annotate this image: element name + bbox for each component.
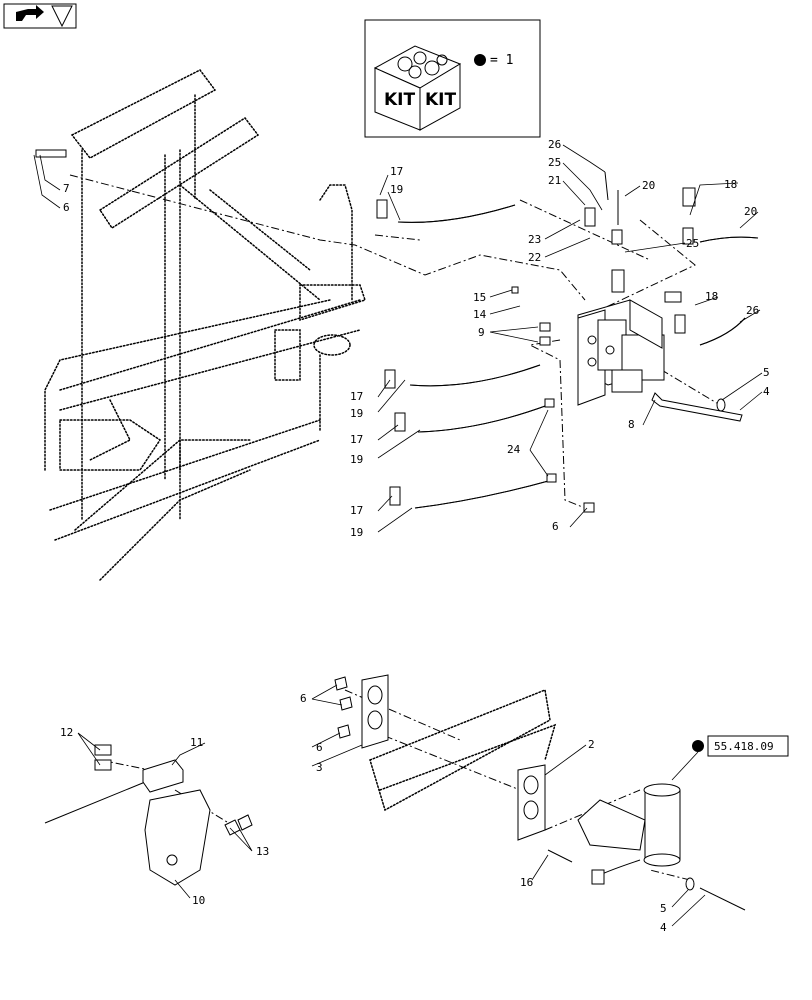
callout-17-d: 17 [350, 504, 363, 517]
callout-26-top: 26 [548, 138, 561, 151]
callout-12: 12 [60, 726, 73, 739]
callout-6-left: 6 [63, 201, 70, 214]
callout-5-bottom: 5 [660, 902, 667, 915]
callout-11: 11 [190, 736, 203, 749]
callout-6-mid: 6 [552, 520, 559, 533]
callout-18-mid: 18 [705, 290, 718, 303]
callout-2: 2 [588, 738, 595, 751]
kit-label-left: KIT [384, 90, 415, 110]
callout-24: 24 [507, 443, 521, 456]
callout-16: 16 [520, 876, 533, 889]
callout-17-c: 17 [350, 433, 363, 446]
callout-6-pump-b: 6 [316, 741, 323, 754]
reference-text: 55.418.09 [714, 740, 774, 753]
reference-box[interactable]: 55.418.09 [671, 735, 789, 781]
callout-19-b: 19 [350, 407, 363, 420]
callout-8: 8 [628, 418, 635, 431]
callout-17-a: 17 [390, 165, 403, 178]
callout-9: 9 [478, 326, 485, 339]
callout-22: 22 [528, 251, 541, 264]
callout-20-right: 20 [744, 205, 757, 218]
callout-19-d: 19 [350, 526, 363, 539]
fittings [35, 149, 743, 513]
callout-19-c: 19 [350, 453, 363, 466]
callout-25-mid: 25 [686, 237, 699, 250]
callout-25-top: 25 [548, 156, 561, 169]
callout-15: 15 [473, 291, 486, 304]
kit-legend-text: = 1 [490, 53, 513, 68]
callout-18-top: 18 [724, 178, 737, 191]
sprayer-frame [44, 69, 366, 581]
callout-23: 23 [528, 233, 541, 246]
callout-26-right: 26 [746, 304, 759, 317]
valve-block [577, 299, 665, 406]
callout-5-top: 5 [763, 366, 770, 379]
callout-13: 13 [256, 845, 269, 858]
sensor-bracket-assembly [44, 744, 253, 886]
callout-19-a: 19 [390, 183, 403, 196]
callout-14: 14 [473, 308, 487, 321]
callout-4-top: 4 [763, 385, 770, 398]
kit-label-right: KIT [425, 90, 456, 110]
callout-21: 21 [548, 174, 561, 187]
leader-lines [33, 144, 763, 927]
next-page-arrow-icon[interactable] [3, 3, 77, 29]
kit-box-icon: KIT KIT [373, 45, 462, 131]
kit-legend-box: KIT KIT = 1 [364, 19, 541, 138]
callout-6-pump-a: 6 [300, 692, 307, 705]
callout-20-top: 20 [642, 179, 655, 192]
callout-labels: 26 25 21 20 18 20 17 19 23 22 25 15 14 9… [60, 138, 770, 934]
callout-3: 3 [316, 761, 323, 774]
kit-legend-dot [474, 54, 486, 66]
callout-17-b: 17 [350, 390, 363, 403]
callout-4-bottom: 4 [660, 921, 667, 934]
callout-10: 10 [192, 894, 205, 907]
hydraulic-hoses [397, 171, 759, 509]
callout-7: 7 [63, 182, 70, 195]
pump-mount-assembly [334, 674, 746, 911]
